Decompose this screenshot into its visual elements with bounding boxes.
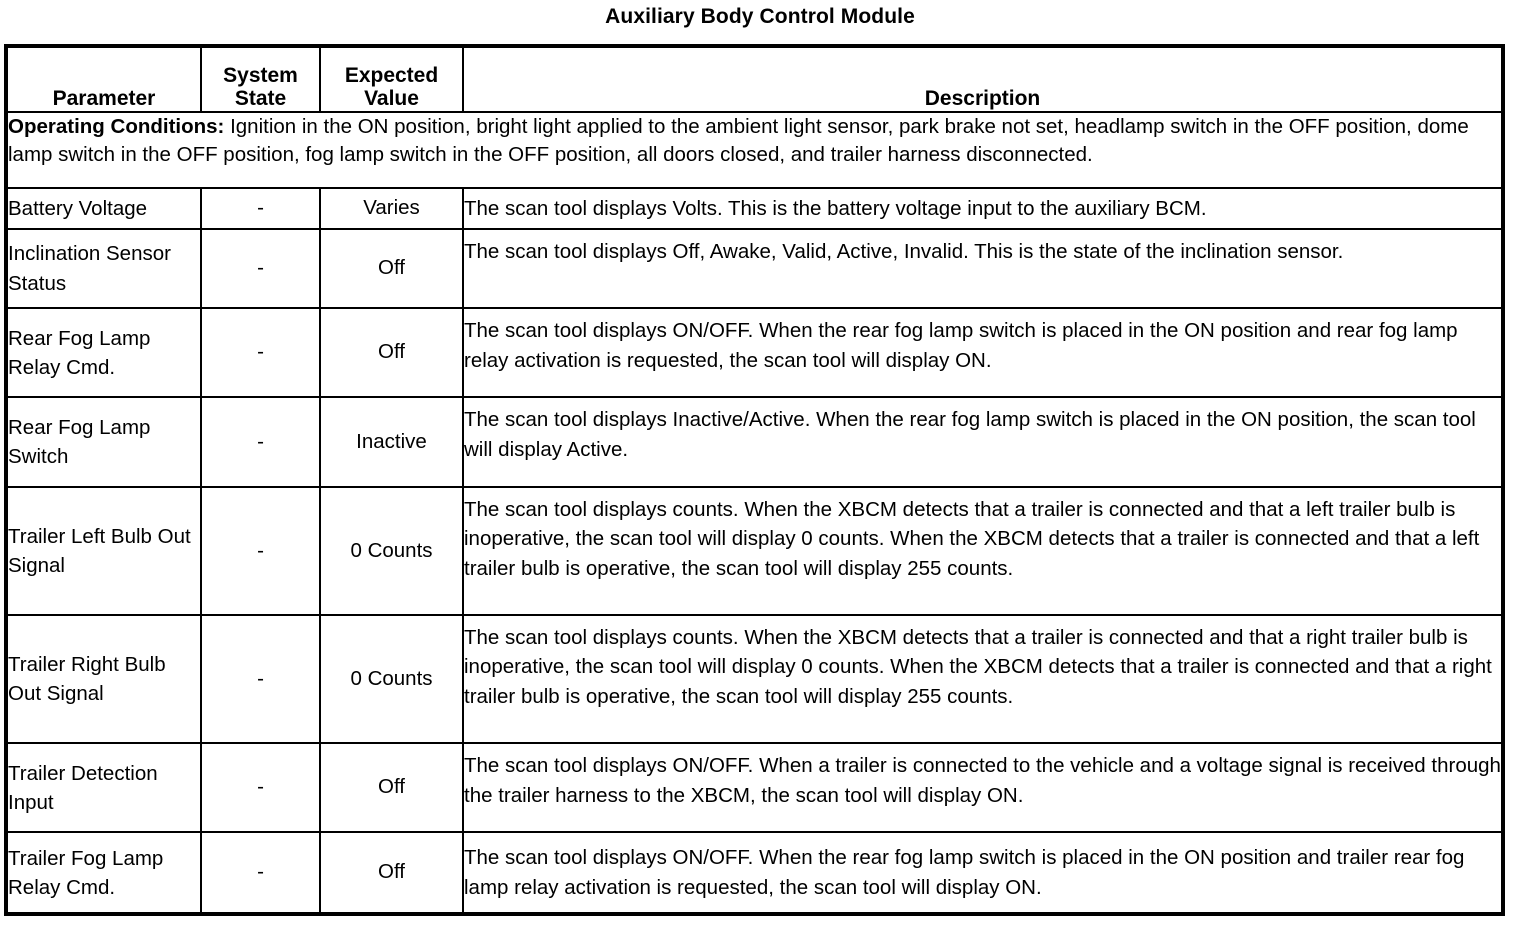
cell-parameter: Inclination Sensor Status <box>5 227 202 310</box>
cell-system-state: - <box>200 831 321 915</box>
cell-description: The scan tool displays ON/OFF. When a tr… <box>462 742 1504 834</box>
table-row: Inclination Sensor Status - Off The scan… <box>5 227 1504 310</box>
cell-system-state: - <box>200 742 321 834</box>
page-title: Auxiliary Body Control Module <box>605 5 915 28</box>
cell-expected-value: 0 Counts <box>319 613 464 745</box>
column-header-system-state-line2: State <box>234 87 287 111</box>
table-row: Trailer Right Bulb Out Signal - 0 Counts… <box>5 613 1504 745</box>
column-header-parameter: Parameter <box>5 45 202 113</box>
cell-expected-value: Off <box>319 307 464 399</box>
cell-expected-value: Varies <box>319 186 464 230</box>
cell-description: The scan tool displays Volts. This is th… <box>462 186 1504 230</box>
cell-system-state: - <box>200 307 321 399</box>
table-row: Rear Fog Lamp Relay Cmd. - Off The scan … <box>5 307 1504 399</box>
operating-conditions-text: Ignition in the ON position, bright ligh… <box>8 114 1469 166</box>
cell-description: The scan tool displays ON/OFF. When the … <box>462 307 1504 399</box>
cell-expected-value: 0 Counts <box>319 485 464 616</box>
cell-system-state: - <box>200 485 321 616</box>
column-header-description: Description <box>462 45 1504 113</box>
cell-expected-value: Off <box>319 227 464 310</box>
operating-conditions-row: Operating Conditions: Ignition in the ON… <box>5 110 1504 189</box>
cell-parameter: Trailer Detection Input <box>5 742 202 834</box>
column-header-expected-value-line2: Value <box>364 87 419 111</box>
table-row: Battery Voltage - Varies The scan tool d… <box>5 186 1504 230</box>
cell-system-state: - <box>200 227 321 310</box>
cell-parameter: Trailer Fog Lamp Relay Cmd. <box>5 831 202 915</box>
cell-system-state: - <box>200 186 321 230</box>
table-row: Rear Fog Lamp Switch - Inactive The scan… <box>5 396 1504 488</box>
table-header-row: Parameter System State Expected Value De… <box>5 45 1504 113</box>
cell-description: The scan tool displays counts. When the … <box>462 485 1504 616</box>
cell-expected-value: Off <box>319 831 464 915</box>
operating-conditions-cell: Operating Conditions: Ignition in the ON… <box>5 110 1504 189</box>
column-header-expected-value-line1: Expected <box>344 63 439 87</box>
cell-description: The scan tool displays Inactive/Active. … <box>462 396 1504 488</box>
table-row: Trailer Left Bulb Out Signal - 0 Counts … <box>5 485 1504 616</box>
column-header-expected-value: Expected Value <box>319 45 464 113</box>
table-row: Trailer Detection Input - Off The scan t… <box>5 742 1504 834</box>
cell-parameter: Trailer Left Bulb Out Signal <box>5 485 202 616</box>
cell-parameter: Rear Fog Lamp Switch <box>5 396 202 488</box>
cell-expected-value: Inactive <box>319 396 464 488</box>
cell-description: The scan tool displays counts. When the … <box>462 613 1504 745</box>
cell-parameter: Rear Fog Lamp Relay Cmd. <box>5 307 202 399</box>
table-row: Trailer Fog Lamp Relay Cmd. - Off The sc… <box>5 831 1504 915</box>
cell-description: The scan tool displays ON/OFF. When the … <box>462 831 1504 915</box>
column-header-system-state: System State <box>200 45 321 113</box>
cell-expected-value: Off <box>319 742 464 834</box>
cell-description: The scan tool displays Off, Awake, Valid… <box>462 227 1504 310</box>
cell-parameter: Battery Voltage <box>5 186 202 230</box>
column-header-system-state-line1: System <box>223 63 298 87</box>
spec-table-container: Parameter System State Expected Value De… <box>4 44 1505 916</box>
cell-system-state: - <box>200 396 321 488</box>
cell-parameter: Trailer Right Bulb Out Signal <box>5 613 202 745</box>
parameter-spec-table: Parameter System State Expected Value De… <box>4 44 1505 916</box>
cell-system-state: - <box>200 613 321 745</box>
operating-conditions-label: Operating Conditions: <box>8 114 225 138</box>
